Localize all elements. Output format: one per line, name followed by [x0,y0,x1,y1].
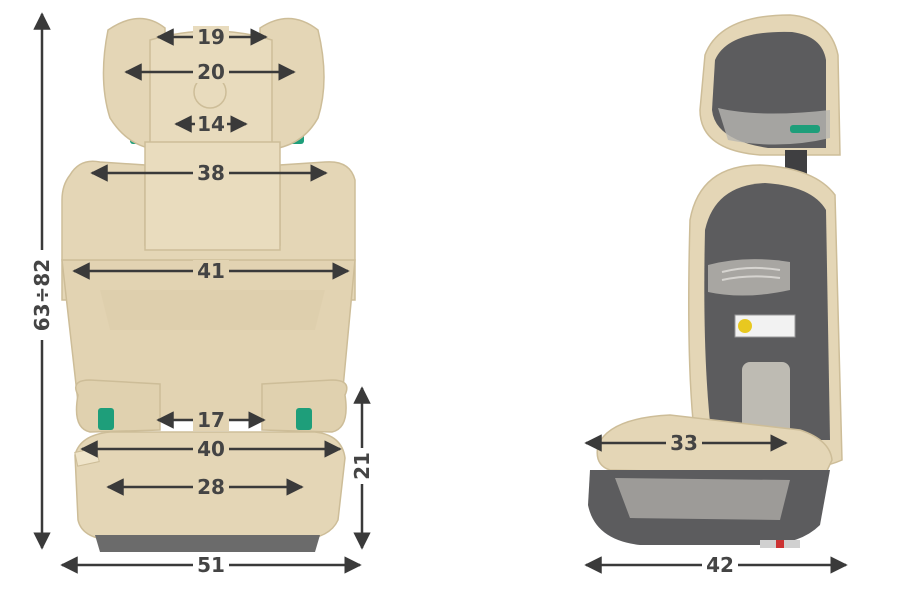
belt-guide-left [98,408,114,430]
dim-headrest-outer: 20 [197,60,225,84]
dim-side-base-depth: 42 [706,553,734,577]
dim-seat-height: 21 [350,452,374,480]
side-headrest-clip [790,125,820,133]
side-dimension-labels: 33 42 [666,431,738,577]
dim-side-seat-depth: 33 [670,431,698,455]
dim-total-height: 63÷82 [30,259,54,331]
dim-headrest-top: 19 [197,25,225,49]
dim-seat-front: 40 [197,437,225,461]
front-dimension-labels: 19 20 14 38 41 17 40 28 51 63÷82 21 [30,25,374,577]
dim-shoulder: 38 [197,161,225,185]
front-seat-illustration [61,17,356,552]
side-seat-illustration [588,14,843,548]
warning-label [734,314,796,338]
dim-seat-depth: 28 [197,475,225,499]
dim-base-width: 51 [197,553,225,577]
belt-guide-right [296,408,312,430]
dim-seat-inner: 17 [197,408,225,432]
instruction-sticker [742,362,790,442]
dim-headrest-inner: 14 [197,112,225,136]
dim-back: 41 [197,259,225,283]
